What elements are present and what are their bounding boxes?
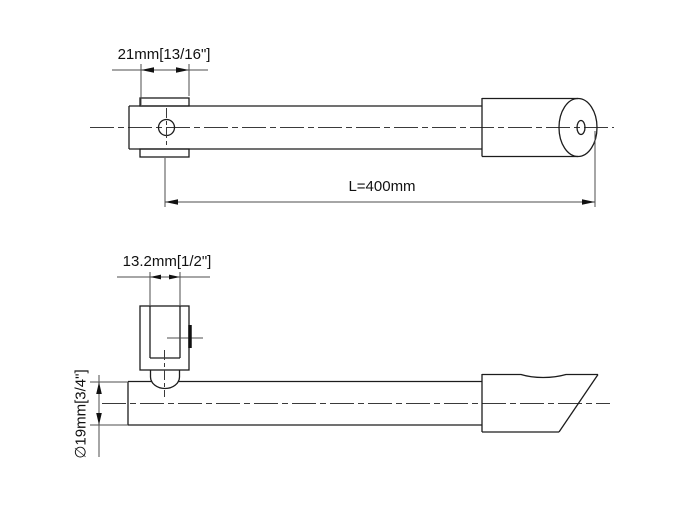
dim-slot-arrow-right bbox=[169, 274, 180, 280]
dim-dia-arrow-down bbox=[96, 413, 102, 425]
dim-plate-width-arrow-right bbox=[176, 67, 189, 73]
dim-overall-length: L=400mm bbox=[164, 131, 596, 207]
mount-plate-upper-tab bbox=[139, 97, 190, 107]
end-cap-slanted-edge bbox=[558, 374, 599, 433]
dim-slot-width: 13.2mm[1/2"] bbox=[117, 253, 211, 306]
end-cap-face-ellipse bbox=[558, 97, 598, 158]
clamp-bracket bbox=[139, 305, 203, 397]
dim-bar-diameter: ∅19mm[3/4"] bbox=[73, 369, 128, 459]
bar-outline-side-view bbox=[127, 380, 482, 426]
end-cap-side-view bbox=[481, 373, 599, 433]
dim-plate-width: 21mm[13/16"] bbox=[112, 46, 210, 105]
dim-length-arrow-left bbox=[165, 199, 178, 205]
dim-dia-arrow-up bbox=[96, 382, 102, 394]
top-view: 21mm[13/16"] L=400mm bbox=[90, 46, 614, 207]
mount-plate-lower-tab bbox=[139, 148, 190, 158]
dim-slot-arrow-left bbox=[150, 274, 161, 280]
dim-length-label: L=400mm bbox=[348, 178, 415, 195]
dim-plate-width-label: 21mm[13/16"] bbox=[118, 46, 211, 63]
neck-dome-arc bbox=[149, 376, 181, 390]
side-view: 13.2mm[1/2"] ∅19mm[3/4"] bbox=[73, 253, 610, 459]
end-cap-top-view bbox=[481, 97, 598, 158]
dim-length-arrow-right bbox=[582, 199, 595, 205]
dim-plate-width-arrow-left bbox=[141, 67, 154, 73]
dim-dia-label: ∅19mm[3/4"] bbox=[73, 369, 90, 458]
end-cap-center-hole bbox=[576, 119, 586, 136]
screw-hole bbox=[157, 108, 176, 147]
end-cap-top-edge bbox=[482, 373, 598, 379]
dim-slot-label: 13.2mm[1/2"] bbox=[123, 253, 212, 270]
